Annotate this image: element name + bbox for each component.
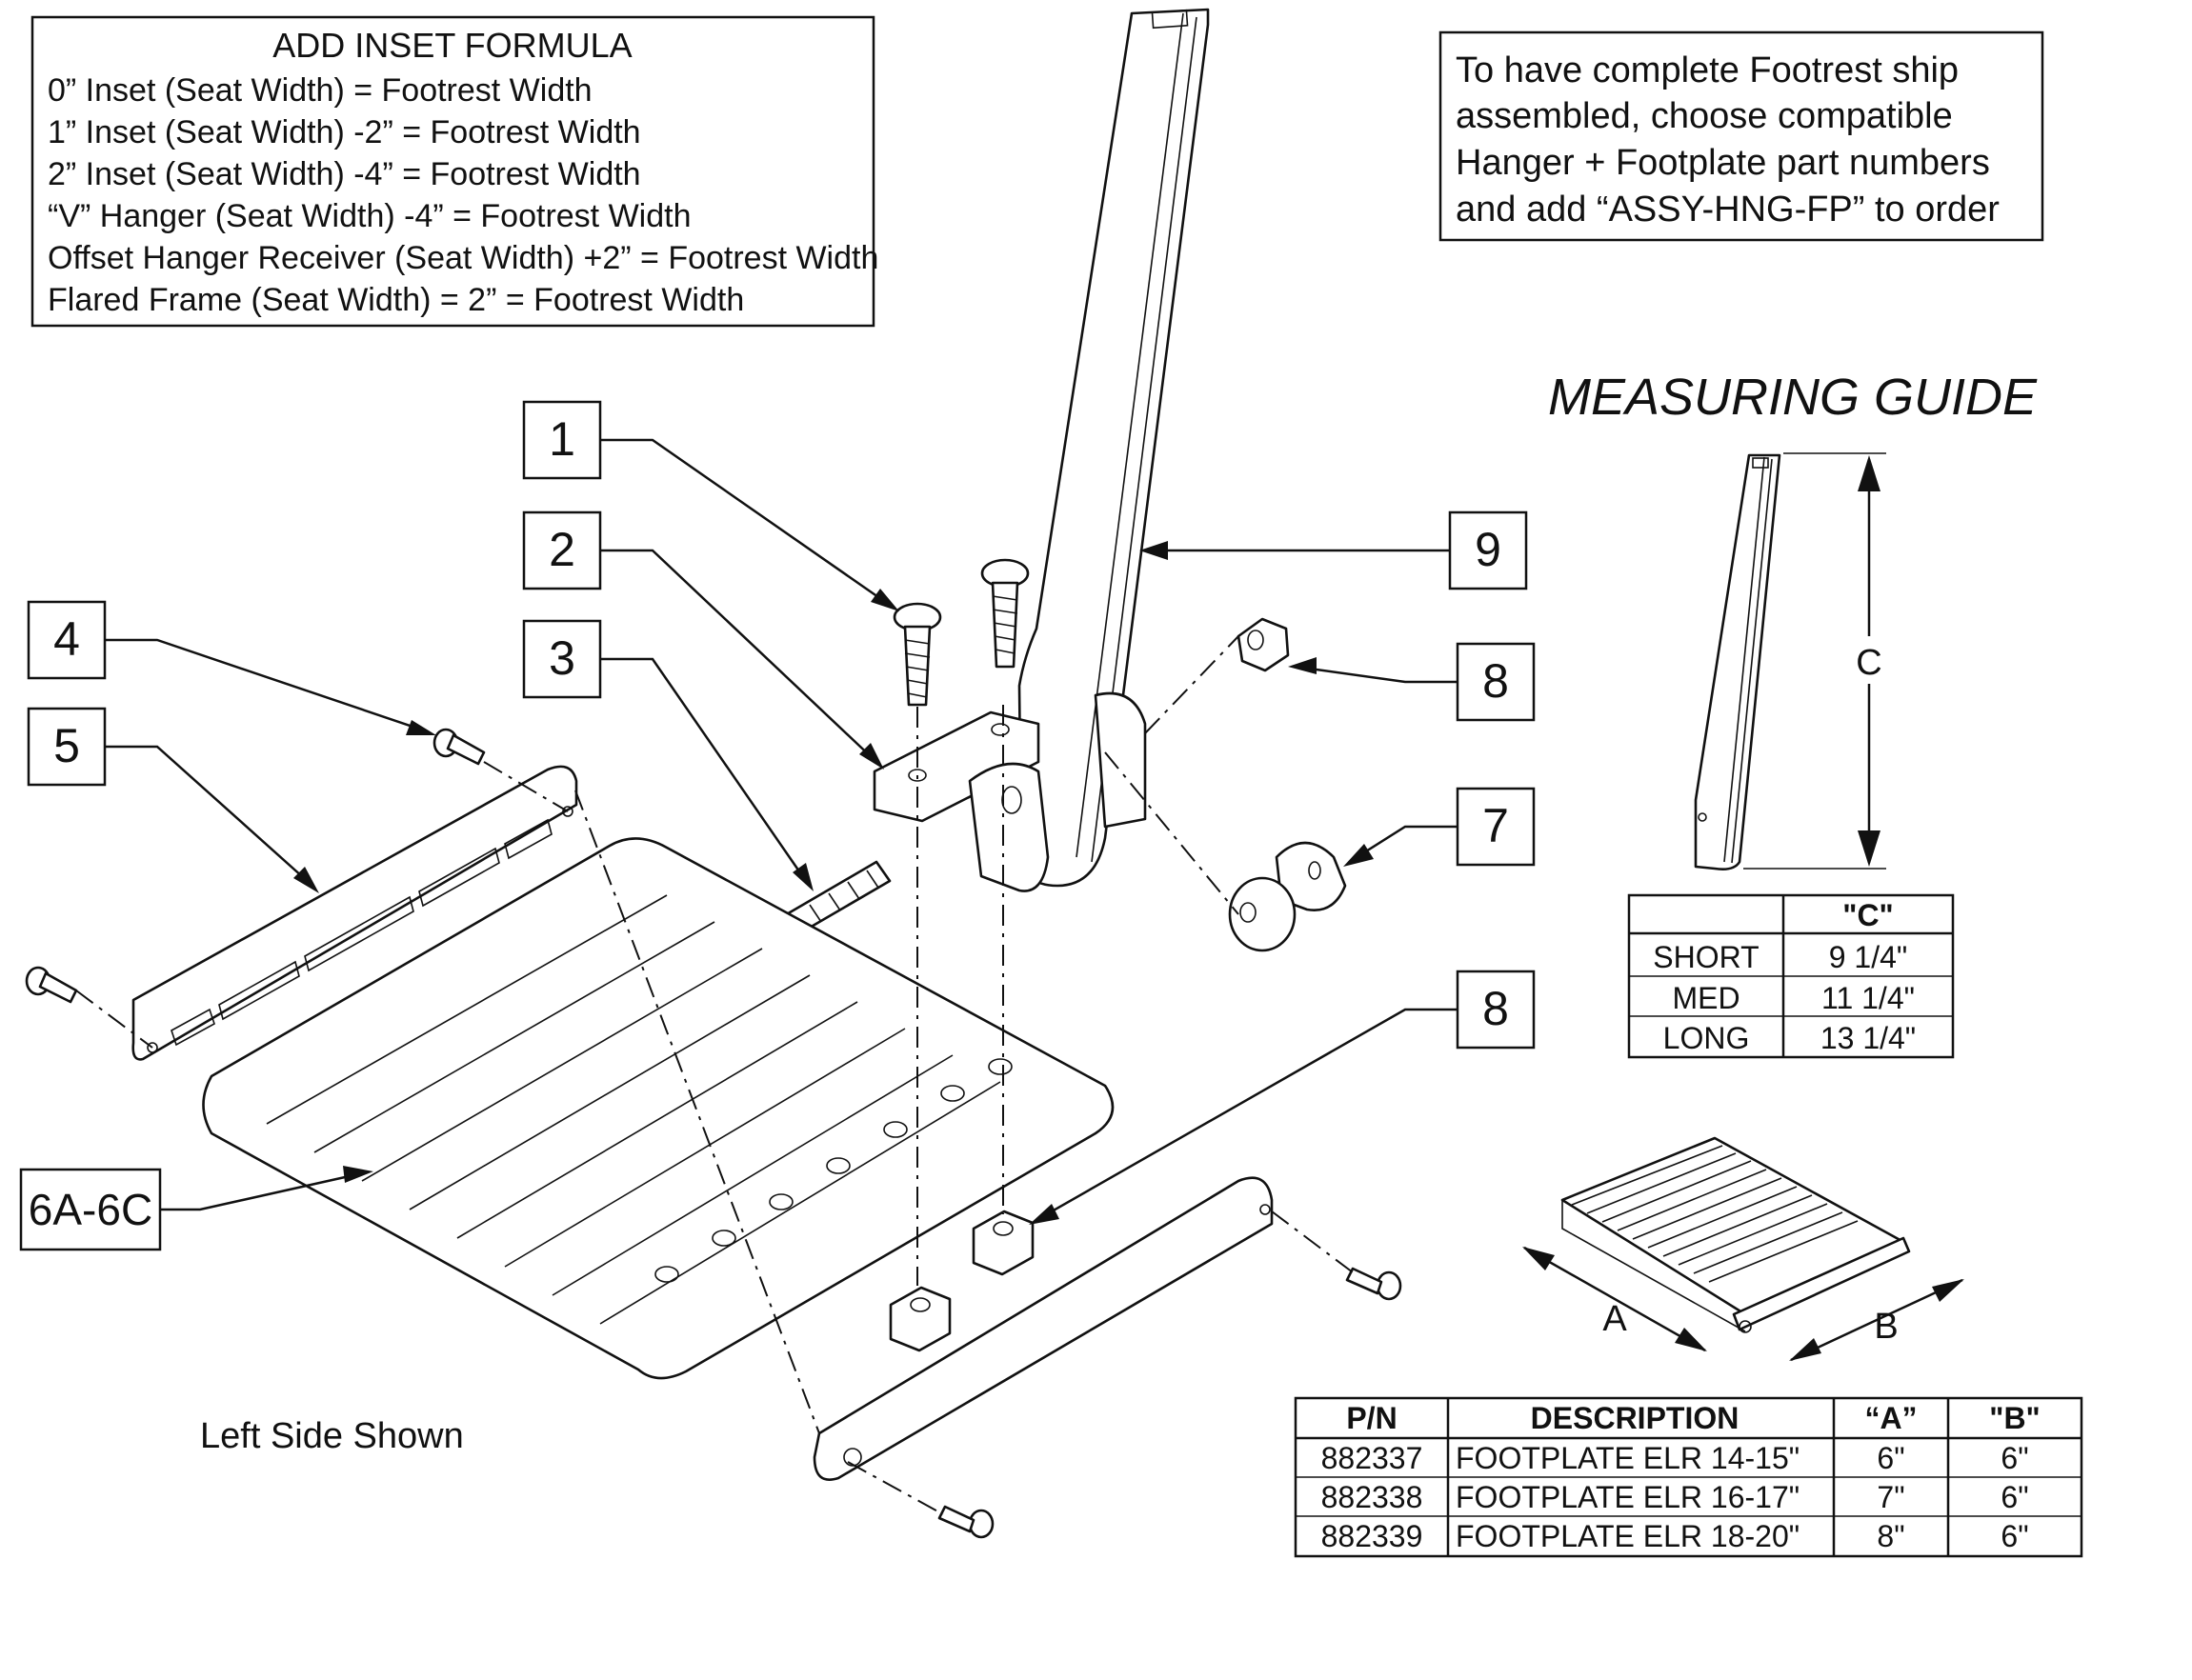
callout-5-label: 5 xyxy=(53,719,80,772)
callout-9-label: 9 xyxy=(1475,523,1501,576)
assembly-center-lines xyxy=(75,635,1354,1515)
parts-table-header: P/N xyxy=(1346,1401,1397,1435)
parts-table: P/N DESCRIPTION “A” "B" 882337 FOOTPLATE… xyxy=(1294,1396,2083,1558)
inset-formula-line: 2” Inset (Seat Width) -4” = Footrest Wid… xyxy=(48,156,641,192)
callout-7: 7 xyxy=(1343,787,1536,867)
callout-6: 6A-6C xyxy=(19,1166,373,1251)
rail-screws xyxy=(25,728,1402,1539)
c-table-cell: 11 1/4" xyxy=(1821,981,1915,1015)
inset-formula-line: 0” Inset (Seat Width) = Footrest Width xyxy=(48,72,593,109)
callout-1-label: 1 xyxy=(549,412,575,466)
parts-table-header: DESCRIPTION xyxy=(1531,1401,1740,1435)
inset-formula-line: 1” Inset (Seat Width) -2” = Footrest Wid… xyxy=(48,114,641,150)
callout-2-label: 2 xyxy=(549,523,575,576)
parts-table-cell: FOOTPLATE ELR 18-20" xyxy=(1456,1519,1800,1553)
hanger-measure-illustration xyxy=(1694,453,1781,870)
callout-8-lower-label: 8 xyxy=(1482,982,1509,1035)
callout-8-upper: 8 xyxy=(1288,642,1536,722)
parts-table-cell: FOOTPLATE ELR 14-15" xyxy=(1456,1441,1800,1475)
callout-1: 1 xyxy=(522,400,899,611)
inset-formula-line: Flared Frame (Seat Width) = 2” = Footres… xyxy=(48,282,744,318)
callout-2: 2 xyxy=(522,510,884,770)
parts-table-cell: 882337 xyxy=(1321,1441,1423,1475)
footplate-side-rail-inner xyxy=(131,765,578,1061)
dimension-b: B xyxy=(1789,1278,1964,1362)
parts-table-cell: 882338 xyxy=(1321,1480,1423,1514)
inset-formula-line: Offset Hanger Receiver (Seat Width) +2” … xyxy=(48,240,878,276)
parts-table-cell: 882339 xyxy=(1321,1519,1423,1553)
dimension-a: A xyxy=(1522,1246,1707,1352)
callout-8-lower: 8 xyxy=(1029,970,1536,1225)
footplate-side-rail-outer xyxy=(813,1176,1274,1481)
hanger-bracket xyxy=(873,691,1147,892)
callout-3-label: 3 xyxy=(549,631,575,685)
parts-table-cell: 8" xyxy=(1877,1519,1904,1553)
c-length-table: "C" SHORT 9 1/4" MED 11 1/4" LONG 13 1/4… xyxy=(1627,893,1955,1059)
dimension-a-label: A xyxy=(1602,1299,1627,1339)
callout-5: 5 xyxy=(27,707,319,893)
footplate-body xyxy=(202,837,1115,1380)
ship-assembled-note: To have complete Footrest ship assembled… xyxy=(1438,30,2044,242)
inset-formula-line: “V” Hanger (Seat Width) -4” = Footrest W… xyxy=(48,198,691,234)
parts-table-header: “A” xyxy=(1864,1401,1917,1435)
callout-4: 4 xyxy=(27,600,436,735)
c-table-cell: SHORT xyxy=(1653,940,1759,974)
parts-table-cell: 6" xyxy=(2001,1441,2028,1475)
callout-9: 9 xyxy=(1139,510,1528,590)
parts-table-cell: FOOTPLATE ELR 16-17" xyxy=(1456,1480,1800,1514)
measuring-guide-title: MEASURING GUIDE xyxy=(1548,369,2038,426)
callout-4-label: 4 xyxy=(53,612,80,666)
callout-3: 3 xyxy=(522,619,814,891)
parts-table-cell: 6" xyxy=(2001,1519,2028,1553)
c-table-header: "C" xyxy=(1842,898,1893,932)
dimension-c: C xyxy=(1743,452,1890,870)
mounting-bolts xyxy=(893,558,1030,707)
callout-7-label: 7 xyxy=(1482,799,1509,852)
locknut-lower xyxy=(889,1210,1035,1352)
locknut-upper xyxy=(1237,617,1290,672)
c-table-cell: MED xyxy=(1672,981,1740,1015)
ship-note-line: Hanger + Footplate part numbers xyxy=(1456,143,1990,183)
c-table-cell: 13 1/4" xyxy=(1820,1021,1916,1055)
parts-table-cell: 6" xyxy=(2001,1480,2028,1514)
left-side-shown-note: Left Side Shown xyxy=(200,1416,464,1456)
ship-note-line: To have complete Footrest ship xyxy=(1456,50,1959,90)
cam-spacers xyxy=(1228,841,1347,952)
callout-6-label: 6A-6C xyxy=(29,1185,152,1234)
ship-note-line: assembled, choose compatible xyxy=(1456,96,1953,136)
c-table-cell: 9 1/4" xyxy=(1829,940,1908,974)
inset-formula-box: ADD INSET FORMULA 0” Inset (Seat Width) … xyxy=(30,15,878,328)
dimension-c-label: C xyxy=(1856,643,1881,683)
parts-table-header: "B" xyxy=(1989,1401,2040,1435)
parts-table-cell: 6" xyxy=(1877,1441,1904,1475)
c-table-cell: LONG xyxy=(1663,1021,1750,1055)
inset-formula-title: ADD INSET FORMULA xyxy=(272,26,632,65)
dimension-b-label: B xyxy=(1874,1307,1898,1347)
parts-table-cell: 7" xyxy=(1877,1480,1904,1514)
callout-8-upper-label: 8 xyxy=(1482,654,1509,708)
footplate-measure-illustration xyxy=(1560,1136,1911,1333)
ship-note-line: and add “ASSY-HNG-FP” to order xyxy=(1456,190,2000,230)
